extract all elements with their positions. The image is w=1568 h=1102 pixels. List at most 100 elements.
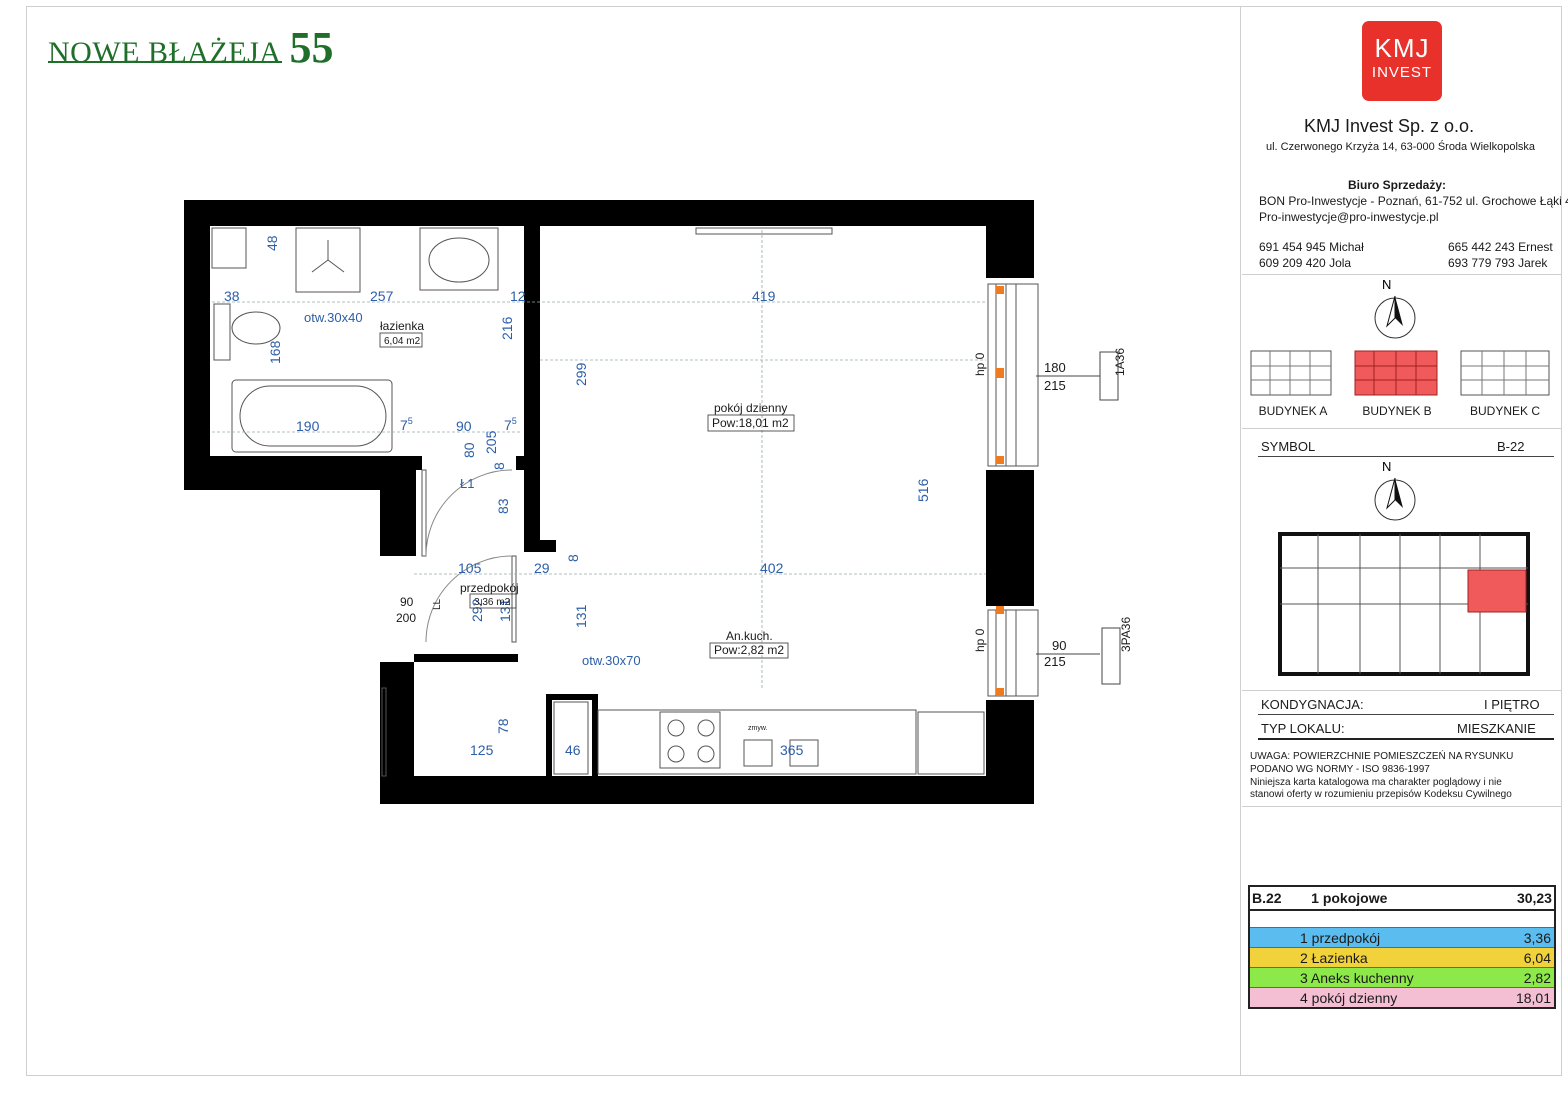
dim-48: 48 (264, 235, 280, 251)
window2-hp: hp 0 (973, 628, 987, 652)
kitchen-name: An.kuch. (726, 629, 773, 643)
compass-north-label: N (1382, 459, 1391, 474)
dim-7b: 75 (504, 416, 517, 433)
dim-8b: 8 (565, 554, 581, 562)
sales-email: Pro-inwestycje@pro-inwestycje.pl (1259, 210, 1439, 224)
divider-contacts (1242, 274, 1562, 275)
dim-105: 105 (458, 560, 482, 576)
dim-205: 205 (483, 430, 499, 454)
dim-90: 90 (456, 418, 472, 434)
summary-row: 3 Aneks kuchenny 2,82 (1250, 967, 1554, 987)
summary-header: B.22 1 pokojowe 30,23 (1250, 887, 1554, 911)
dim-168: 168 (267, 340, 283, 364)
summary-room-area: 3,36 (1523, 929, 1551, 946)
living-area: Pow:18,01 m2 (712, 416, 789, 430)
phone-3: 665 442 243 Ernest (1448, 240, 1553, 254)
walls (184, 200, 1034, 804)
fixtures (211, 227, 985, 777)
divider-buildings (1242, 428, 1562, 429)
building-a-thumbnail (1250, 350, 1332, 396)
symbol-label: SYMBOL (1261, 439, 1316, 454)
summary-row: 4 pokój dzienny 18,01 (1250, 987, 1554, 1007)
dim-29: 29 (534, 560, 550, 576)
symbol-value: B-22 (1497, 439, 1525, 454)
dim-292: 292 (469, 598, 485, 622)
summary-room-area: 18,01 (1515, 989, 1551, 1006)
building-a-label: BUDYNEK A (1258, 404, 1328, 418)
floor-plan: 48 38 257 12 419 otw.30x40 216 168 299 1… (184, 200, 1133, 804)
summary-room-name: 3 Aneks kuchenny (1300, 969, 1414, 986)
hall-name: przedpokój (460, 581, 519, 595)
unit-type-rooms: 1 pokojowe (1311, 890, 1388, 906)
dim-257: 257 (370, 288, 394, 304)
summary-room-name: 2 Łazienka (1300, 949, 1368, 966)
floor-label: KONDYGNACJA: (1261, 697, 1364, 712)
phone-4: 693 779 793 Jarek (1448, 256, 1548, 270)
note-line-2: PODANO WG NORMY - ISO 9836-1997 (1250, 764, 1430, 775)
window-tag-boxes (1036, 351, 1121, 685)
dim-83: 83 (495, 498, 511, 514)
dim-8a: 8 (491, 462, 507, 470)
dim-131a: 131 (497, 598, 513, 622)
hall-area: 3,36 m2 (474, 597, 511, 608)
dim-516: 516 (915, 478, 931, 502)
sales-office-address: BON Pro-Inwestycje - Poznań, 61-752 ul. … (1259, 194, 1568, 208)
phone-2: 609 209 420 Jola (1259, 256, 1352, 270)
summary-room-area: 6,04 (1523, 949, 1551, 966)
logo-text-invest: INVEST (1371, 64, 1433, 81)
bathroom-area: 6,04 m2 (384, 336, 421, 347)
unit-code: B.22 (1252, 890, 1282, 906)
dim-402: 402 (760, 560, 784, 576)
summary-room-area: 2,82 (1523, 969, 1551, 986)
window1-code: 1A36 (1113, 348, 1127, 376)
dim-125: 125 (470, 742, 494, 758)
kmj-logo: KMJ INVEST (1362, 21, 1442, 101)
building-c-thumbnail (1460, 350, 1550, 396)
window1-height: 215 (1044, 378, 1066, 393)
floor-value: I PIĘTRO (1484, 697, 1540, 712)
bathroom-name: łazienka (380, 319, 424, 333)
dim-7a: 75 (400, 416, 413, 433)
summary-row: 2 Łazienka 6,04 (1250, 947, 1554, 967)
building-b-thumbnail (1354, 350, 1438, 396)
door-code: Ł1 (460, 476, 474, 491)
sidebar-divider (1240, 6, 1241, 1076)
summary-room-name: 4 pokój dzienny (1300, 989, 1398, 1006)
unit-total-area: 30,23 (1516, 890, 1552, 906)
sink-label: zmyw. (748, 725, 768, 732)
summary-row: 1 przedpokój 3,36 (1250, 927, 1554, 947)
window-markers (996, 286, 1004, 696)
dim-131b: 131 (573, 604, 589, 628)
dim-190: 190 (296, 418, 320, 434)
symbol-underline (1258, 456, 1554, 457)
dim-216: 216 (499, 316, 515, 340)
logo-underline (48, 61, 282, 63)
windows (695, 227, 1039, 697)
unit-type-value: MIESZKANIE (1457, 721, 1536, 736)
unit-type-label: TYP LOKALU: (1261, 721, 1345, 736)
opening-2: otw.30x70 (582, 653, 641, 668)
phone-1: 691 454 945 Michał (1259, 240, 1364, 254)
dimension-labels: 48 38 257 12 419 otw.30x40 216 168 299 1… (224, 235, 931, 758)
building-b-label: BUDYNEK B (1362, 404, 1432, 418)
dim-365: 365 (780, 742, 804, 758)
compass-north-label: N (1382, 277, 1391, 292)
company-address: ul. Czerwonego Krzyża 14, 63-000 Środa W… (1266, 141, 1536, 153)
divider-note (1242, 806, 1562, 807)
note-line-4: stanowi oferty w rozumieniu przepisów Ko… (1250, 789, 1512, 800)
note-line-3: Niniejsza karta katalogowa ma charakter … (1250, 777, 1502, 788)
sales-office-title: Biuro Sprzedaży: (1348, 178, 1447, 192)
dim-200: 200 (396, 611, 416, 625)
window1-width: 180 (1044, 360, 1066, 375)
window1-hp: hp 0 (973, 352, 987, 376)
living-name: pokój dzienny (714, 401, 787, 415)
note-line-1: UWAGA: POWIERZCHNIE POMIESZCZEŃ NA RYSUN… (1250, 751, 1514, 762)
summary-spacer (1250, 911, 1554, 927)
kitchen-area: Pow:2,82 m2 (714, 643, 784, 657)
project-name: NOWE BŁAŻEJA (48, 36, 282, 69)
divider-keyplan (1242, 690, 1562, 691)
building-c-label: BUDYNEK C (1469, 404, 1540, 418)
sheet-frame (26, 6, 1562, 1076)
window2-width: 90 (1052, 638, 1066, 653)
dim-38: 38 (224, 288, 240, 304)
